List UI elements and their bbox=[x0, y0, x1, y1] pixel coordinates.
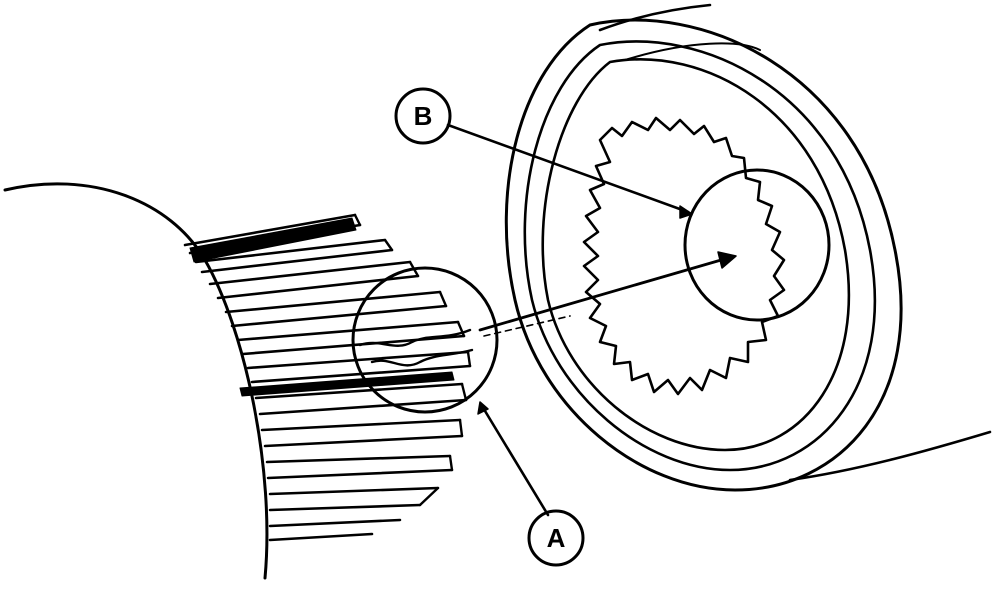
shaft-spline-shadow bbox=[189, 217, 357, 263]
leader-line-b bbox=[446, 123, 690, 214]
hub-second-rim bbox=[523, 40, 876, 472]
bent-tooth-detail-2 bbox=[370, 348, 474, 367]
hub-internal-spline bbox=[582, 116, 786, 396]
detail-circle-a bbox=[351, 266, 499, 414]
alignment-dashed-line bbox=[483, 315, 571, 337]
drum-top-inner bbox=[624, 42, 761, 61]
shaft-spline-shadow-lower bbox=[239, 371, 455, 397]
leader-arrow-a bbox=[477, 401, 489, 415]
alignment-arrow-line bbox=[478, 256, 730, 332]
leader-line-a bbox=[480, 404, 550, 517]
shaft-body-outline bbox=[3, 182, 269, 580]
leader-arrow-b bbox=[679, 205, 693, 219]
callout-circle-a bbox=[527, 509, 585, 567]
callout-label-b: B bbox=[414, 101, 433, 131]
callout-label-a: A bbox=[547, 523, 566, 553]
detail-circle-b bbox=[683, 168, 831, 322]
alignment-arrowhead bbox=[717, 251, 737, 269]
hub-outer-rim bbox=[504, 18, 903, 492]
hub-inner-rim bbox=[541, 58, 851, 452]
drum-top-edge bbox=[598, 3, 712, 32]
bent-tooth-detail bbox=[358, 328, 472, 347]
callout-circle-b bbox=[394, 87, 452, 145]
drum-bottom-edge bbox=[788, 430, 992, 482]
